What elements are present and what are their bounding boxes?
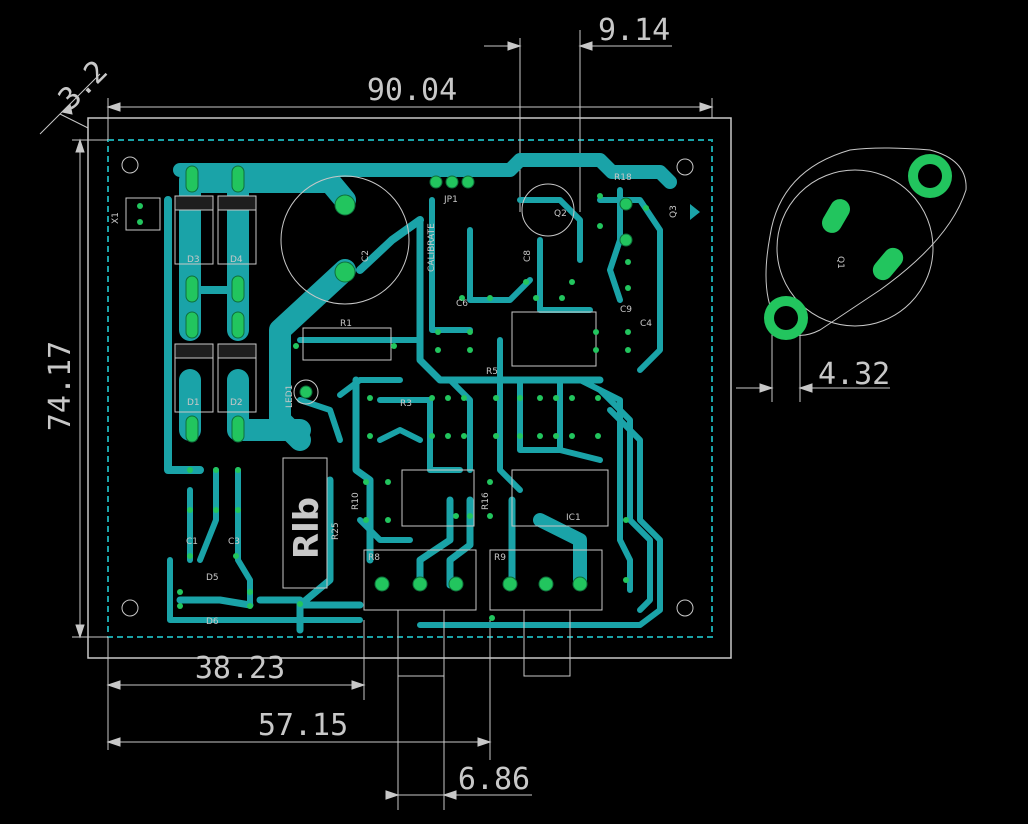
q1-pads xyxy=(764,154,952,340)
c2-outline xyxy=(280,175,410,305)
q1-body xyxy=(776,169,934,327)
r3-label: R3 xyxy=(400,399,412,409)
vias-layer xyxy=(137,193,649,621)
mount-hole-tr xyxy=(676,158,694,176)
logo-frame xyxy=(282,457,328,589)
q3-label: Q3 xyxy=(669,205,679,218)
dim-offset-top-label: 9.14 xyxy=(598,13,670,48)
mount-hole-br xyxy=(676,599,694,617)
jp1-label: JP1 xyxy=(443,195,458,205)
r5-label: R5 xyxy=(486,367,498,377)
d3-label: D3 xyxy=(187,255,200,265)
d5-label: D5 xyxy=(206,573,219,583)
logo-text: Rlb xyxy=(287,497,327,559)
board-outline xyxy=(87,117,732,659)
jack1-outline xyxy=(397,609,445,677)
mount-hole-bl xyxy=(121,599,139,617)
diode-body-fill xyxy=(174,195,257,359)
calibrate-label: CALIBRATE xyxy=(427,223,437,272)
c9-label: C9 xyxy=(620,305,632,315)
r8-label: R8 xyxy=(368,553,380,563)
dim-x-jack1-label: 38.23 xyxy=(195,651,285,686)
dim-thickness-label: 3.2 xyxy=(52,54,115,117)
x1-outline xyxy=(125,197,161,231)
q2-label: Q2 xyxy=(554,209,567,219)
r16-label: R16 xyxy=(481,492,491,510)
c3-label: C3 xyxy=(228,537,240,547)
q1-label: Q1 xyxy=(835,256,845,269)
ic-label: IC1 xyxy=(566,513,581,523)
r9-label: R9 xyxy=(494,553,506,563)
d4-label: D4 xyxy=(230,255,243,265)
dimension-lines xyxy=(39,30,890,810)
d6-label: D6 xyxy=(206,617,219,627)
ic-outline xyxy=(511,311,597,367)
c1-label: C1 xyxy=(186,537,198,547)
ic3-outline xyxy=(401,469,475,527)
c4-label: C4 xyxy=(640,319,652,329)
dim-board-width-label: 90.04 xyxy=(367,73,457,108)
c6-label: C6 xyxy=(456,299,468,309)
d2-label: D2 xyxy=(230,398,243,408)
fiducial-marker xyxy=(690,204,700,220)
copper-layer xyxy=(164,153,677,634)
c8-label: C8 xyxy=(523,250,533,262)
r1-label: R1 xyxy=(340,319,352,329)
r1-outline xyxy=(302,327,392,361)
dim-board-height-label: 74.17 xyxy=(43,341,78,431)
led1-label: LED1 xyxy=(285,385,295,408)
q2-outline xyxy=(521,183,575,237)
r10-label: R10 xyxy=(351,492,361,510)
x1-label: X1 xyxy=(111,212,121,224)
keepout-boundary xyxy=(107,139,713,638)
dim-x-jack2-label: 57.15 xyxy=(258,708,348,743)
d1-label: D1 xyxy=(187,398,200,408)
c2-label: C2 xyxy=(361,250,371,262)
dim-hole-offset-label: 4.32 xyxy=(818,357,890,392)
r25-label: R25 xyxy=(331,522,341,540)
r18-label: R18 xyxy=(614,173,632,183)
mount-hole-tl xyxy=(121,156,139,174)
jack2-outline xyxy=(523,609,571,677)
pads-layer xyxy=(185,165,633,592)
led1-outline xyxy=(293,379,319,405)
dim-jack-spacing-label: 6.86 xyxy=(458,762,530,797)
ic2-outline xyxy=(511,469,609,527)
silkscreen-layer xyxy=(121,147,967,677)
